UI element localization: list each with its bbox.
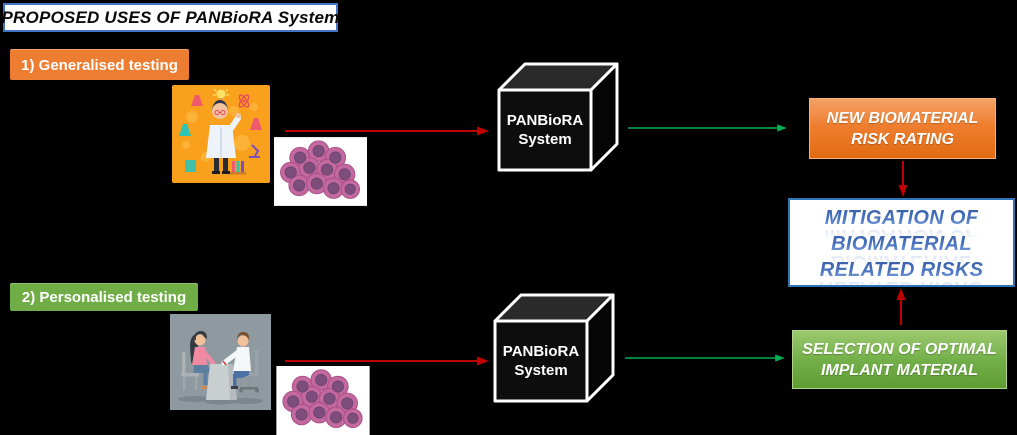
risk-rating-line1: NEW BIOMATERIAL [826,109,979,127]
scientist-illustration [172,85,270,183]
personalised-testing-label: 2) Personalised testing [10,283,198,311]
implant-selection-line1: SELECTION OF OPTIMAL [802,340,997,358]
mitigation-line1: MITIGATION OF [825,205,979,231]
doctor-patient-consultation-illustration [170,314,271,410]
cube-front-face [497,88,593,172]
mitigation-box: MITIGATION OF BIOMATERIAL RELATED RISKS [788,198,1015,287]
cell-cluster [282,369,363,429]
floor-shadows [178,396,263,405]
generalised-testing-label: 1) Generalised testing [10,49,189,80]
atom-icon [238,94,250,108]
slide-title-box: PROPOSED USES OF PANBioRA System [1,3,340,32]
panbiora-system-cube [497,62,619,172]
implant-selection-line2: IMPLANT MATERIAL [820,361,978,379]
lightbulb-icon [213,88,229,101]
cube-label-line1: PANBioRA [502,343,580,360]
table [206,364,237,400]
slide-title: PROPOSED USES OF PANBioRA System [1,8,340,27]
cube-label-line2: System [514,362,568,379]
flask-icon [179,124,191,136]
panbiora-system-cube-label: PANBioRA System [499,90,591,170]
new-biomaterial-risk-rating-box: NEW BIOMATERIAL RISK RATING [809,98,996,159]
cube-label-line2: System [518,131,572,148]
panbiora-system-cube-label: PANBioRA System [495,321,587,401]
mitigation-line2: BIOMATERIAL [831,231,972,257]
microscope-icon [249,144,260,158]
cell-cluster [280,140,361,199]
personalised-testing-label-text: 2) Personalised testing [21,289,187,306]
beaker-icon [185,160,196,172]
test-tubes-icon [230,161,246,175]
risk-rating-line2: RISK RATING [851,130,954,148]
flask-icon [250,118,262,130]
patient-figure [181,331,216,390]
mitigation-line3: RELATED RISKS [820,257,984,283]
scientist-figure [206,100,242,174]
cell-cluster-illustration [274,137,367,206]
cell-cluster-illustration [276,366,370,435]
bokeh-decoration [182,103,258,162]
flask-icon [191,95,203,106]
cube-front-face [493,319,589,403]
selection-optimal-implant-box: SELECTION OF OPTIMAL IMPLANT MATERIAL [792,330,1007,389]
cube-label-line1: PANBioRA [506,112,584,129]
panbiora-system-cube [493,293,615,403]
doctor-figure [221,332,259,393]
generalised-testing-label-text: 1) Generalised testing [21,56,178,74]
